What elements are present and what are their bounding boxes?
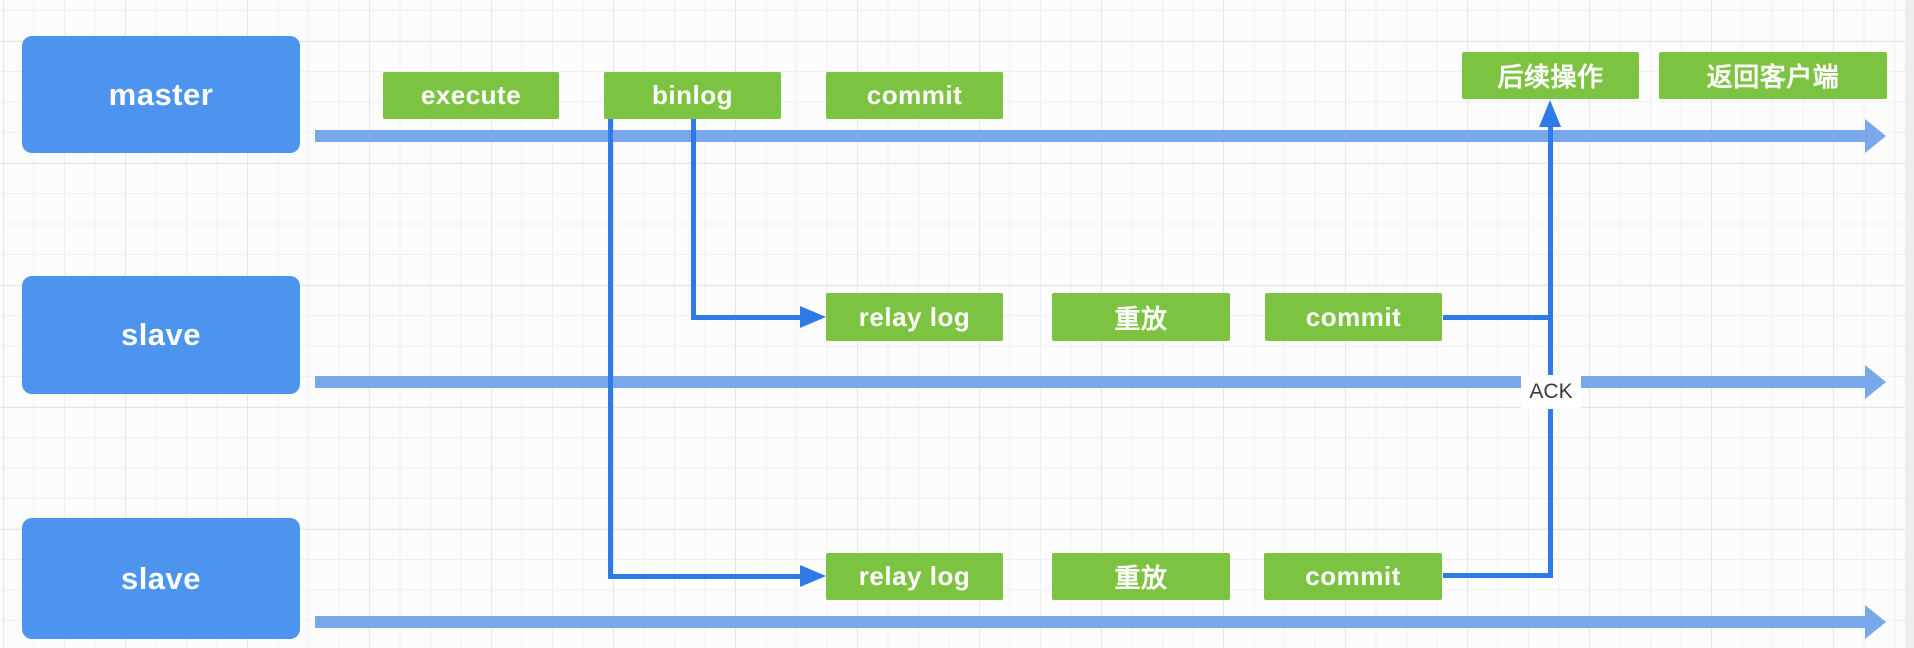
step-label: commit (866, 80, 963, 110)
connector-binlog-to-slave-2 (608, 119, 613, 579)
node-slave-2: slave (22, 518, 300, 639)
step-binlog: binlog (604, 72, 781, 119)
step-relay-log-slave-2: relay log (826, 553, 1003, 600)
step-label: relay log (858, 561, 971, 591)
step-commit-slave-2: commit (1264, 553, 1442, 600)
node-label: master (108, 76, 214, 112)
connector-commit-slave-2-to-ack (1443, 573, 1553, 578)
node-label: slave (120, 560, 202, 596)
step-label: commit (1305, 561, 1401, 591)
connector-commit-slave-1-to-ack (1443, 315, 1553, 320)
step-relay-log-slave-1: relay log (826, 293, 1003, 341)
step-label: execute (420, 80, 522, 110)
node-label: slave (120, 317, 202, 352)
arrow-right-icon (1865, 119, 1886, 153)
step-label: 重放 (1114, 563, 1168, 593)
arrow-up-icon (1539, 100, 1561, 127)
arrow-right-icon (1865, 605, 1886, 639)
step-execute: execute (383, 72, 559, 119)
step-return-client: 返回客户端 (1659, 52, 1887, 99)
connector-binlog-to-slave-1 (691, 315, 800, 320)
step-label: 返回客户端 (1706, 62, 1840, 92)
step-replay-slave-1: 重放 (1052, 293, 1230, 341)
arrow-right-icon (800, 565, 826, 587)
node-slave-1: slave (22, 276, 300, 394)
timeline-slave-1 (315, 376, 1865, 388)
step-label: binlog (652, 80, 733, 110)
ack-text: ACK (1529, 380, 1573, 403)
arrow-right-icon (800, 306, 826, 328)
timeline-master (315, 130, 1865, 142)
connector-binlog-to-slave-1 (691, 119, 696, 320)
step-label: commit (1305, 301, 1402, 332)
timeline-slave-2 (315, 616, 1865, 628)
step-label: 后续操作 (1497, 62, 1604, 92)
step-commit-slave-1: commit (1265, 293, 1442, 341)
arrow-right-icon (1865, 365, 1886, 399)
node-master: master (22, 36, 300, 153)
step-followup: 后续操作 (1462, 52, 1639, 99)
connector-binlog-to-slave-2 (608, 574, 800, 579)
step-label: relay log (858, 301, 971, 332)
connector-ack (1548, 126, 1553, 578)
step-replay-slave-2: 重放 (1052, 553, 1230, 600)
ack-label: ACK (1521, 375, 1581, 409)
step-commit-master: commit (826, 72, 1003, 119)
canvas-edge (1905, 0, 1914, 648)
step-label: 重放 (1114, 303, 1168, 334)
